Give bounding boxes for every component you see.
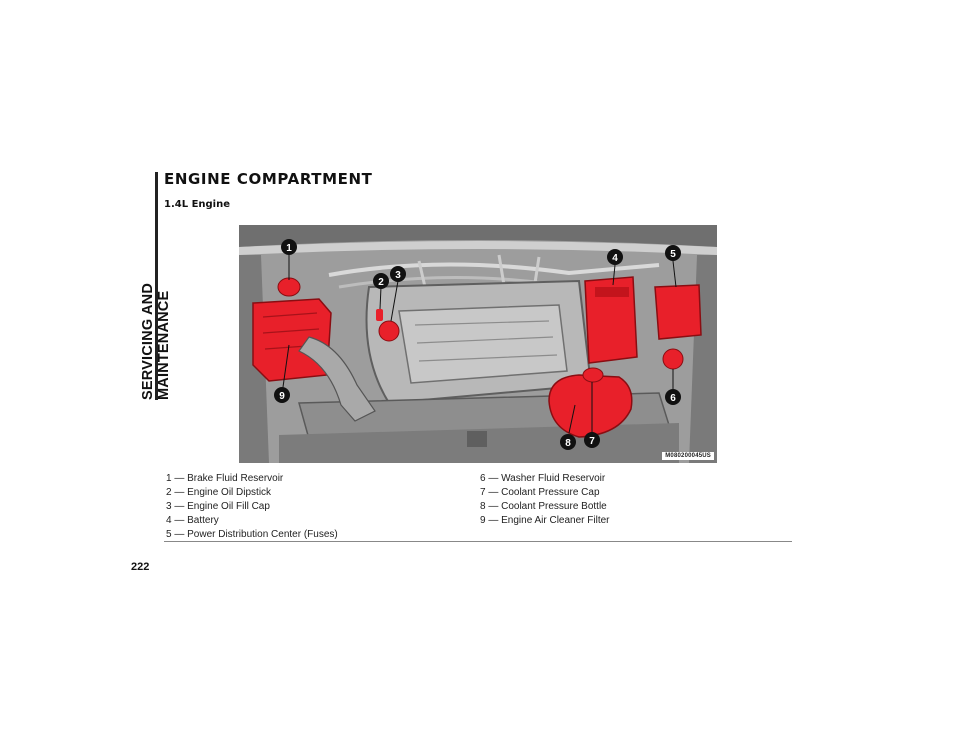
callout-leaders [282,255,677,434]
dipstick-highlight [376,309,383,321]
callout-1: 1 [286,243,292,254]
legend-item: 3 — Engine Oil Fill Cap [166,501,270,512]
callout-5: 5 [670,249,676,260]
coolant-cap-highlight [582,367,604,383]
brake-reservoir-highlight [277,277,301,297]
legend-item: 9 — Engine Air Cleaner Filter [480,515,610,526]
legend-item: 5 — Power Distribution Center (Fuses) [166,529,338,540]
air-cleaner-highlight [252,298,332,382]
engine-compartment-figure: 1 2 3 4 5 6 7 8 9 M080200045US [239,225,717,463]
callout-2: 2 [378,277,384,288]
callout-7: 7 [589,436,595,447]
coolant-bottle-highlight [548,374,633,438]
oil-cap-highlight [378,320,400,342]
hood-edge [239,225,717,247]
section-side-tab: SERVICING AND MAINTENANCE [138,172,172,400]
legend-left-column: 1 — Brake Fluid Reservoir 2 — Engine Oil… [166,472,338,542]
callout-3: 3 [395,270,401,281]
legend-divider [164,541,792,542]
engine-illustration: 1 2 3 4 5 6 7 8 9 [239,225,717,463]
legend-item: 2 — Engine Oil Dipstick [166,487,272,498]
hood-latch [467,431,487,447]
legend-item: 7 — Coolant Pressure Cap [480,487,600,498]
washer-cap-highlight [662,348,684,370]
legend-item: 4 — Battery [166,515,219,526]
section-side-tab-bar [155,172,158,400]
legend-right-column: 6 — Washer Fluid Reservoir 7 — Coolant P… [480,472,610,528]
callout-6: 6 [670,393,676,404]
legend-item: 8 — Coolant Pressure Bottle [480,501,607,512]
legend-item: 6 — Washer Fluid Reservoir [480,473,606,484]
hose-top-3 [417,254,541,288]
callout-4: 4 [612,253,618,264]
callouts: 1 2 3 4 5 6 7 8 9 [274,239,681,450]
intake-tube [298,336,376,422]
callout-9: 9 [279,391,285,402]
hose-top-1 [328,262,660,277]
battery-highlight [584,276,638,364]
legend-item: 1 — Brake Fluid Reservoir [166,473,284,484]
engine-cover-panel [398,304,568,384]
engine-cover-ribs [414,320,558,362]
page-title: ENGINE COMPARTMENT [164,170,373,188]
hood-seal [239,241,717,255]
page-number: 222 [131,561,150,573]
page-subtitle: 1.4L Engine [164,199,231,210]
callout-8: 8 [565,438,571,449]
pdc-highlight [654,284,702,340]
figure-code: M080200045US [662,452,714,460]
battery-top [595,287,629,297]
